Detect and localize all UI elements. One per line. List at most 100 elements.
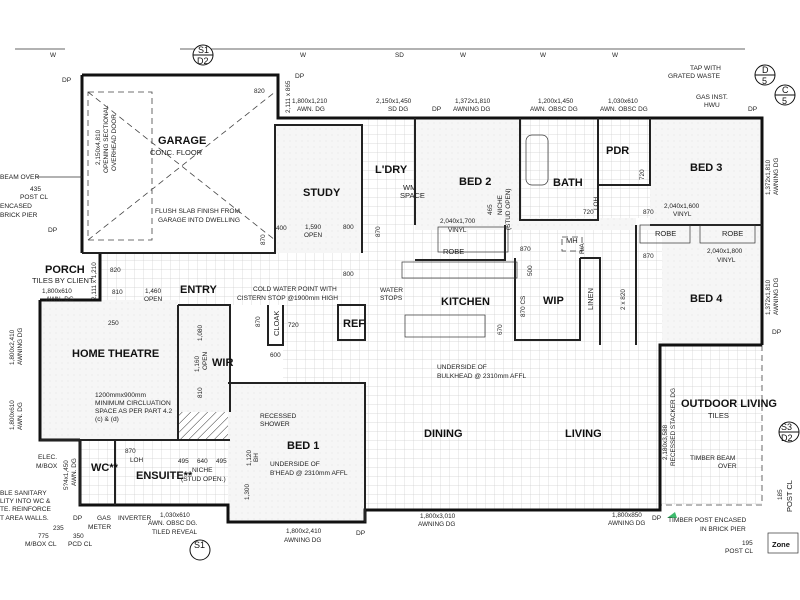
robe-label: ROBE bbox=[443, 247, 464, 256]
window-type: TILED REVEAL bbox=[152, 529, 198, 536]
room-cloak: CLOAK bbox=[272, 311, 281, 336]
room-labels: GARAGE CONC. FLOOR STUDY L'DRY WM SPACE … bbox=[32, 135, 777, 482]
window-size: 1,800x3,010 bbox=[420, 513, 456, 520]
finish-size: 2,040x1,800 bbox=[707, 248, 743, 255]
dim: 400 bbox=[276, 225, 287, 232]
window-type: AWNING DG bbox=[773, 158, 780, 195]
outdoor-finish: TILES bbox=[708, 411, 729, 420]
room-outdoor-living: OUTDOOR LIVING bbox=[681, 398, 777, 410]
dim: 1,590 bbox=[305, 224, 321, 231]
dim: 870 bbox=[255, 316, 262, 327]
downpipe-label: DP bbox=[295, 73, 305, 80]
window-size: 1,800x2,410 bbox=[286, 528, 322, 535]
dim: 235 bbox=[53, 525, 64, 532]
marker-top: C bbox=[782, 85, 789, 95]
room-garage: GARAGE bbox=[158, 135, 206, 147]
green-marker-icon bbox=[667, 512, 677, 518]
manhole-label: MH bbox=[566, 236, 578, 245]
room-home-theatre: HOME THEATRE bbox=[72, 348, 159, 360]
downpipe-label: DP bbox=[772, 329, 782, 336]
marker-top: D bbox=[762, 65, 769, 75]
elevation-marker: C 5 bbox=[774, 84, 796, 106]
finish-type: VINYL bbox=[717, 257, 736, 264]
note: MINIMUM CIRCLUATION bbox=[95, 400, 171, 407]
robe-bed4-outline bbox=[699, 224, 756, 244]
note: WATER bbox=[380, 287, 403, 294]
note: POST CL bbox=[725, 548, 753, 555]
window-type: AWN. OBSC DG. bbox=[148, 520, 198, 527]
dim: 810 bbox=[197, 387, 204, 398]
dim: 870 bbox=[125, 448, 136, 455]
window-size: 1,800x850 bbox=[612, 512, 642, 519]
finish-type: VINYL bbox=[673, 211, 692, 218]
downpipe-label: DP bbox=[48, 227, 58, 234]
dim: 870 bbox=[520, 246, 531, 253]
room-dining: DINING bbox=[424, 428, 463, 440]
robe-bed2-outline bbox=[437, 226, 509, 253]
note: INVERTER bbox=[118, 515, 151, 522]
room-ref: REF bbox=[343, 318, 365, 330]
note: LOH bbox=[130, 457, 144, 464]
window-size: 1,030x610 bbox=[608, 98, 638, 105]
note: 185 bbox=[777, 489, 784, 500]
note: 775 bbox=[38, 533, 49, 540]
note: ELEC. bbox=[38, 454, 57, 461]
window-size: 1,200x1,450 bbox=[538, 98, 574, 105]
wm-space: SPACE bbox=[400, 191, 425, 200]
room-wc: WC** bbox=[91, 462, 119, 474]
window-type: AWNING DG bbox=[608, 520, 645, 527]
note: BLE SANITARY bbox=[0, 490, 47, 497]
note: 495 bbox=[178, 458, 189, 465]
note: HWU bbox=[704, 102, 720, 109]
wm-space: WM bbox=[403, 183, 416, 192]
window-type: AWN. DG bbox=[71, 458, 78, 486]
window-type: AWN. DG bbox=[297, 106, 325, 113]
window-type: AWN. OBSC DG bbox=[600, 106, 648, 113]
room-entry: ENTRY bbox=[180, 284, 218, 296]
dim-tag: W bbox=[612, 52, 619, 59]
robe-label: ROBE bbox=[655, 229, 676, 238]
dim-tag: W bbox=[460, 52, 467, 59]
room-bed1: BED 1 bbox=[287, 440, 319, 452]
note: IN BRICK PIER bbox=[700, 526, 746, 533]
finish-size: 2,040x1,700 bbox=[440, 218, 476, 225]
room-bed3: BED 3 bbox=[690, 162, 722, 174]
dim: 2 x 820 bbox=[620, 289, 627, 310]
window-type: AWNING DG bbox=[418, 521, 455, 528]
porch-finish: TILES BY CLIENT bbox=[32, 276, 94, 285]
note: 640 bbox=[197, 458, 208, 465]
room-wip: WIP bbox=[543, 295, 564, 307]
dim: OPEN bbox=[304, 232, 322, 239]
robe-label: ROBE bbox=[722, 229, 743, 238]
note: METER bbox=[88, 524, 111, 531]
window-size: 2,180x3,588 bbox=[662, 424, 669, 460]
dim: 800 bbox=[343, 271, 354, 278]
dim: 1,300 bbox=[244, 484, 251, 500]
dim: OPEN bbox=[202, 352, 209, 370]
window-size: 5?4x1,450 bbox=[63, 460, 70, 490]
zone-table bbox=[767, 532, 799, 554]
note: BEAM OVER bbox=[0, 174, 39, 181]
marker-bottom: D2 bbox=[197, 56, 209, 66]
dim: 500 bbox=[527, 265, 534, 276]
dim: 870 CS bbox=[520, 296, 527, 317]
note: (STUD OPEN) bbox=[505, 188, 512, 230]
note: M/BOX CL bbox=[25, 541, 57, 548]
floor-finishes bbox=[40, 118, 762, 522]
note: T AREA WALLS. bbox=[0, 515, 49, 522]
room-laundry: L'DRY bbox=[375, 164, 408, 176]
finish-size: 2,040x1,600 bbox=[664, 203, 700, 210]
marker-top: S1 bbox=[198, 45, 209, 55]
note: GAS INST. bbox=[696, 94, 728, 101]
room-porch: PORCH bbox=[45, 264, 85, 276]
note: PCD CL bbox=[68, 541, 93, 548]
dim-tag: W bbox=[300, 52, 307, 59]
note: BH bbox=[253, 453, 260, 462]
note: COLD WATER POINT WITH bbox=[253, 286, 337, 293]
note: UNDERSIDE OF bbox=[437, 364, 487, 371]
note: TIMBER POST ENCASED bbox=[668, 517, 747, 524]
dim: 870 bbox=[643, 209, 654, 216]
window-size: 1,030x610 bbox=[160, 512, 190, 519]
window-type: AWNING DG bbox=[17, 328, 24, 365]
window-size: 1,800x2,410 bbox=[9, 329, 16, 365]
